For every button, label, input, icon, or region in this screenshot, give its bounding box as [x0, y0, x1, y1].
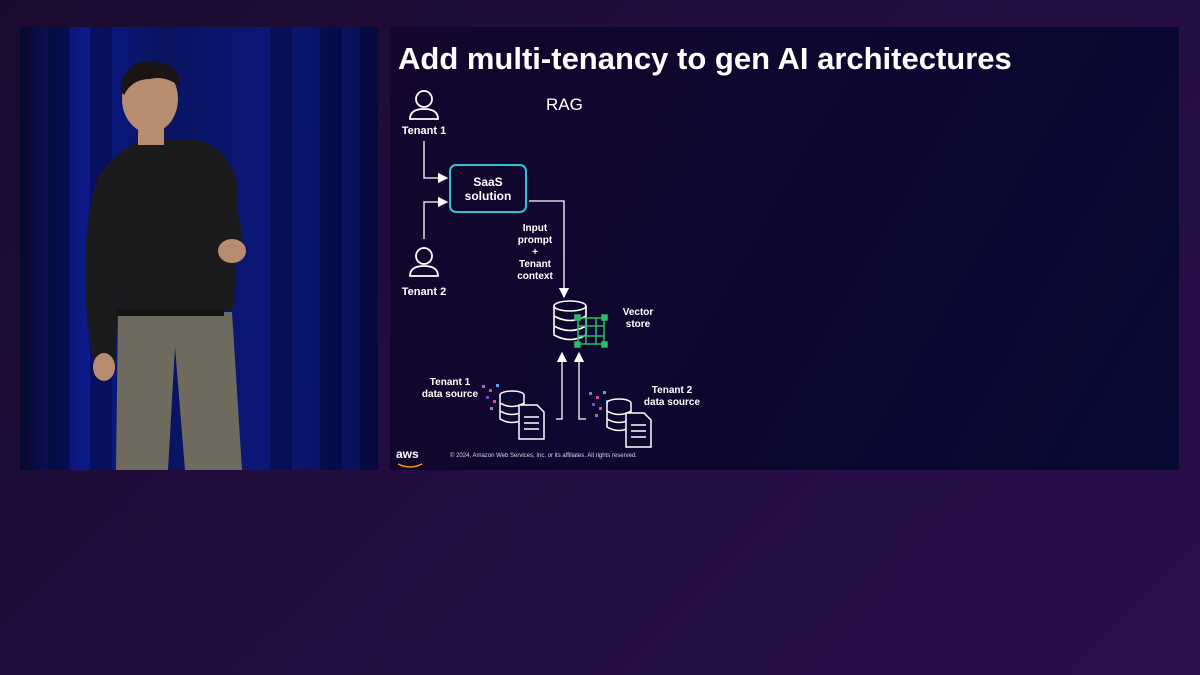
- architecture-diagram: [397, 90, 652, 468]
- aws-logo: aws: [396, 447, 419, 461]
- input-prompt-label: Input prompt + Tenant context: [517, 223, 553, 282]
- copyright-notice: © 2024, Amazon Web Services, Inc. or its…: [450, 453, 637, 459]
- vector-store-label: Vector store: [622, 307, 654, 330]
- connector-tenant1-saas: [423, 141, 449, 184]
- tenant2-data-source-label: Tenant 2 data source: [643, 385, 701, 408]
- presentation-slide: Add multi-tenancy to gen AI architecture…: [390, 27, 1179, 470]
- vector-grid-icon: [574, 314, 608, 348]
- document-icon: [518, 404, 545, 440]
- slide-title: Add multi-tenancy to gen AI architecture…: [398, 41, 1012, 76]
- user-icon: [409, 90, 439, 120]
- connector-tenant2-source-vector: [573, 351, 586, 420]
- connector-tenant1-source-vector: [556, 351, 568, 420]
- connector-tenant2-saas: [423, 196, 449, 239]
- connector-saas-vector: [529, 200, 570, 299]
- tenant2-label: Tenant 2: [401, 286, 447, 298]
- tenant1-label: Tenant 1: [401, 125, 447, 137]
- speaker-figure: [84, 61, 246, 470]
- user-icon: [409, 247, 439, 277]
- data-particles: [589, 391, 609, 417]
- saas-solution-label: SaaS solution: [464, 174, 512, 203]
- section-label-rag: RAG: [546, 95, 583, 114]
- database-icon: [553, 300, 587, 341]
- document-icon: [625, 412, 652, 448]
- saas-solution-box: SaaS solution: [449, 164, 527, 213]
- tenant1-data-source-label: Tenant 1 data source: [421, 377, 479, 400]
- speaker-video: [20, 27, 378, 470]
